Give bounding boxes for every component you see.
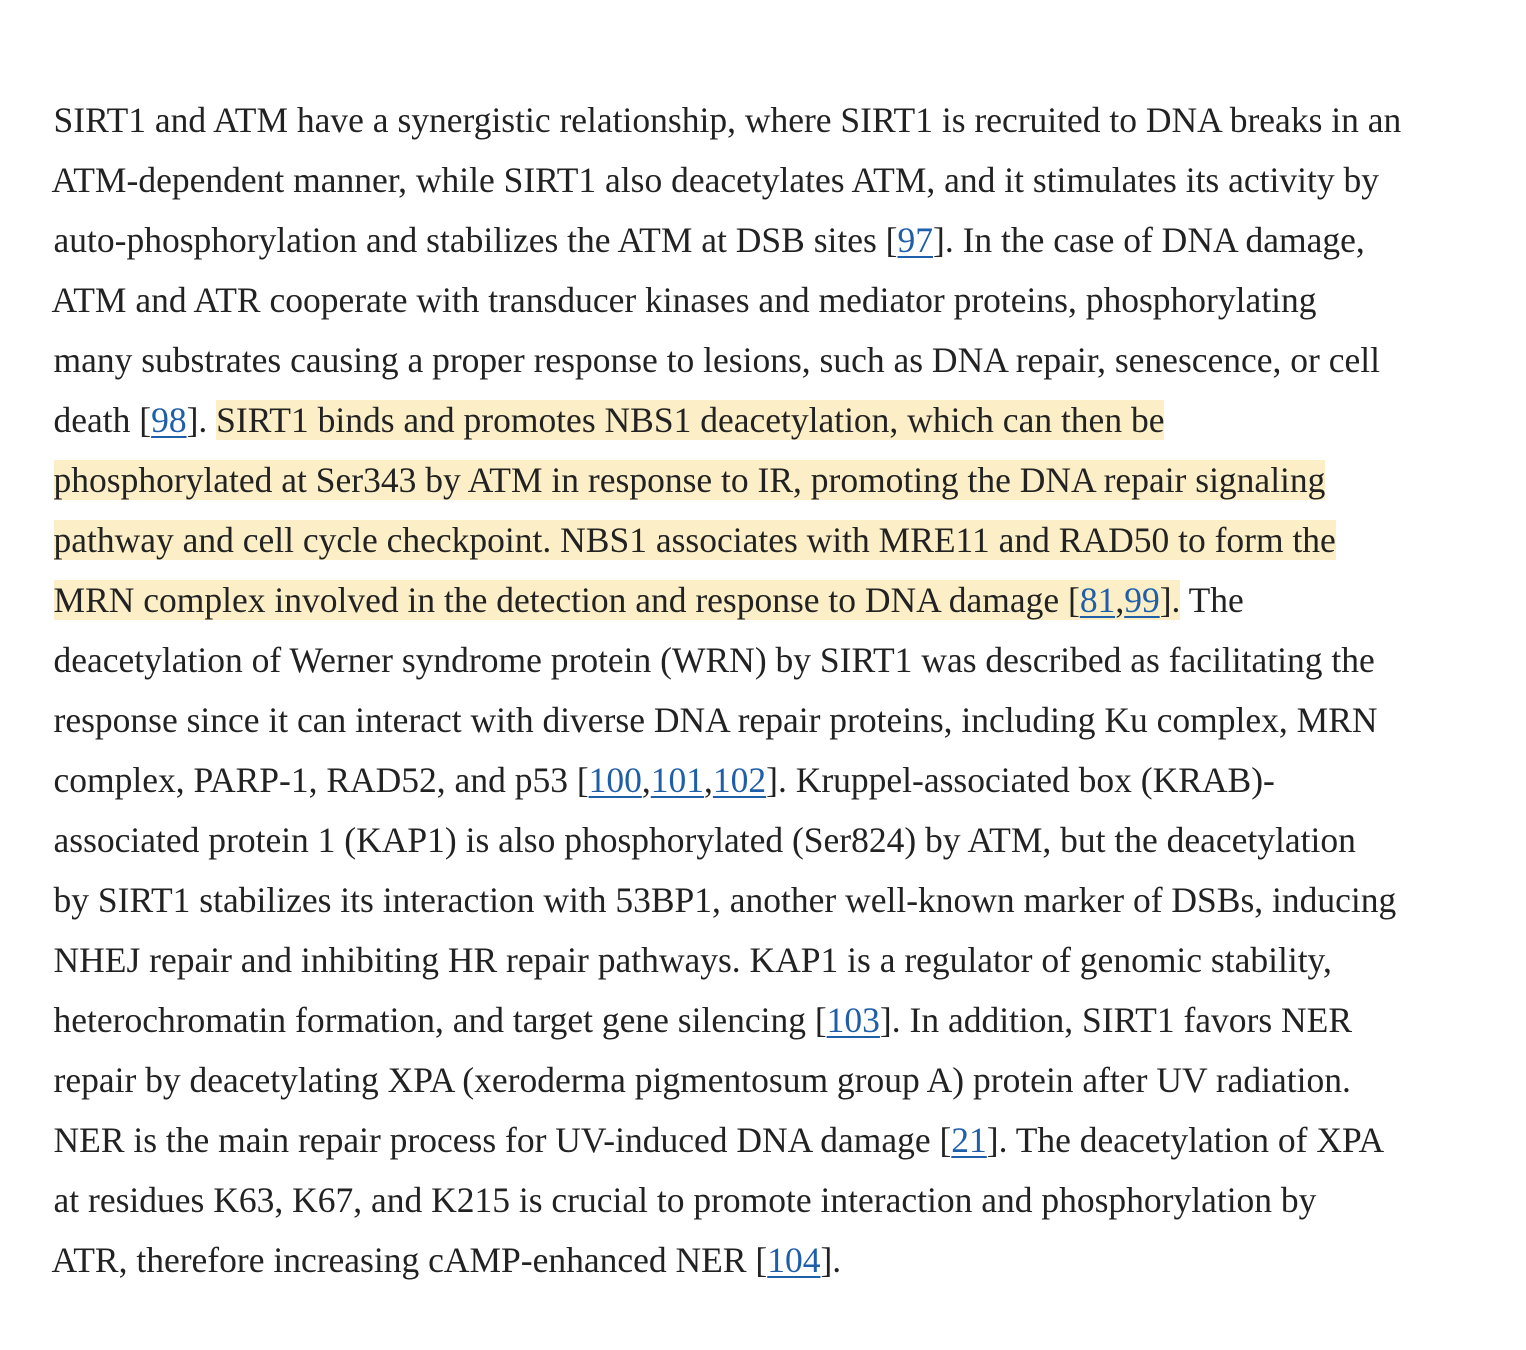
text-line: complex, PARP-1, RAD52, and p53 [100,101…: [18, 690, 1275, 800]
text-run: The: [1180, 580, 1244, 620]
text-run: ATM-dependent manner, while SIRT1 also d…: [51, 160, 1379, 200]
text-run: ]. Kruppel-associated box (KRAB)-: [766, 760, 1275, 800]
text-run: ,: [641, 760, 651, 800]
text-run: ]. In addition, SIRT1 favors NER: [879, 1000, 1353, 1040]
text-line: pathway and cell cycle checkpoint. NBS1 …: [18, 450, 1336, 560]
text-run: ,: [704, 760, 713, 800]
text-line: ATM and ATR cooperate with transducer ki…: [18, 210, 1317, 320]
text-run: many substrates causing a proper respons…: [53, 340, 1380, 380]
text-run: by SIRT1 stabilizes its interaction with…: [53, 880, 1397, 920]
highlighted-text[interactable]: pathway and cell cycle checkpoint. NBS1 …: [53, 520, 1336, 560]
text-run: ]. The deacetylation of XPA: [986, 1120, 1385, 1160]
text-line: heterochromatin formation, and target ge…: [18, 930, 1353, 1040]
citation-link-97[interactable]: 97: [897, 220, 934, 260]
highlighted-text[interactable]: ].: [1159, 580, 1181, 620]
citation-link-104[interactable]: 104: [767, 1240, 821, 1280]
text-line: at residues K63, K67, and K215 is crucia…: [18, 1110, 1317, 1220]
text-run: complex, PARP-1, RAD52, and p53 [: [53, 760, 589, 800]
highlighted-text[interactable]: SIRT1 binds and promotes NBS1 deacetylat…: [216, 400, 1165, 440]
text-line: ATM-dependent manner, while SIRT1 also d…: [18, 90, 1379, 200]
citation-link-21[interactable]: 21: [951, 1120, 987, 1160]
text-run: ATR, therefore increasing cAMP-enhanced …: [51, 1240, 768, 1280]
text-line: NER is the main repair process for UV-in…: [18, 1050, 1385, 1160]
citation-link-99[interactable]: 99: [1124, 580, 1160, 620]
text-line: ATR, therefore increasing cAMP-enhanced …: [18, 1170, 842, 1280]
text-run: SIRT1 and ATM have a synergistic relatio…: [53, 100, 1402, 140]
citation-link-103[interactable]: 103: [826, 1000, 880, 1040]
text-line: deacetylation of Werner syndrome protein…: [18, 570, 1375, 680]
citation-link-102[interactable]: 102: [712, 760, 767, 800]
text-run: ATM and ATR cooperate with transducer ki…: [51, 280, 1317, 320]
text-run: repair by deacetylating XPA (xeroderma p…: [53, 1060, 1351, 1100]
text-line: auto-phosphorylation and stabilizes the …: [18, 150, 1365, 260]
text-run: auto-phosphorylation and stabilizes the …: [53, 220, 898, 260]
text-run: at residues K63, K67, and K215 is crucia…: [53, 1180, 1317, 1220]
highlighted-text[interactable]: ,: [1115, 580, 1125, 620]
text-line: response since it can interact with dive…: [18, 630, 1378, 740]
text-run: NER is the main repair process for UV-in…: [53, 1120, 952, 1160]
text-run: death [: [53, 400, 152, 440]
text-line: repair by deacetylating XPA (xeroderma p…: [18, 990, 1351, 1100]
text-line: MRN complex involved in the detection an…: [18, 510, 1244, 620]
article-body: SIRT1 and ATM have a synergistic relatio…: [18, 30, 1402, 1280]
text-run: NHEJ repair and inhibiting HR repair pat…: [53, 940, 1332, 980]
highlighted-text[interactable]: phosphorylated at Ser343 by ATM in respo…: [53, 460, 1326, 500]
text-run: associated protein 1 (KAP1) is also phos…: [53, 820, 1356, 860]
text-line: SIRT1 and ATM have a synergistic relatio…: [18, 30, 1402, 140]
highlighted-text[interactable]: MRN complex involved in the detection an…: [53, 580, 1080, 620]
text-line: by SIRT1 stabilizes its interaction with…: [18, 810, 1397, 920]
text-run: ].: [820, 1240, 842, 1280]
citation-link-98[interactable]: 98: [151, 400, 187, 440]
citation-link-101[interactable]: 101: [650, 760, 705, 800]
text-line: associated protein 1 (KAP1) is also phos…: [18, 750, 1356, 860]
citation-link-81[interactable]: 81: [1079, 580, 1116, 620]
text-line: death [98]. SIRT1 binds and promotes NBS…: [18, 330, 1165, 440]
text-line: phosphorylated at Ser343 by ATM in respo…: [18, 390, 1326, 500]
text-run: ]. In the case of DNA damage,: [933, 220, 1365, 260]
text-line: NHEJ repair and inhibiting HR repair pat…: [18, 870, 1332, 980]
text-run: deacetylation of Werner syndrome protein…: [53, 640, 1375, 680]
text-line: many substrates causing a proper respons…: [18, 270, 1380, 380]
citation-link-100[interactable]: 100: [588, 760, 642, 800]
text-run: heterochromatin formation, and target ge…: [53, 1000, 827, 1040]
text-run: ].: [186, 400, 217, 440]
text-run: response since it can interact with dive…: [53, 700, 1378, 740]
